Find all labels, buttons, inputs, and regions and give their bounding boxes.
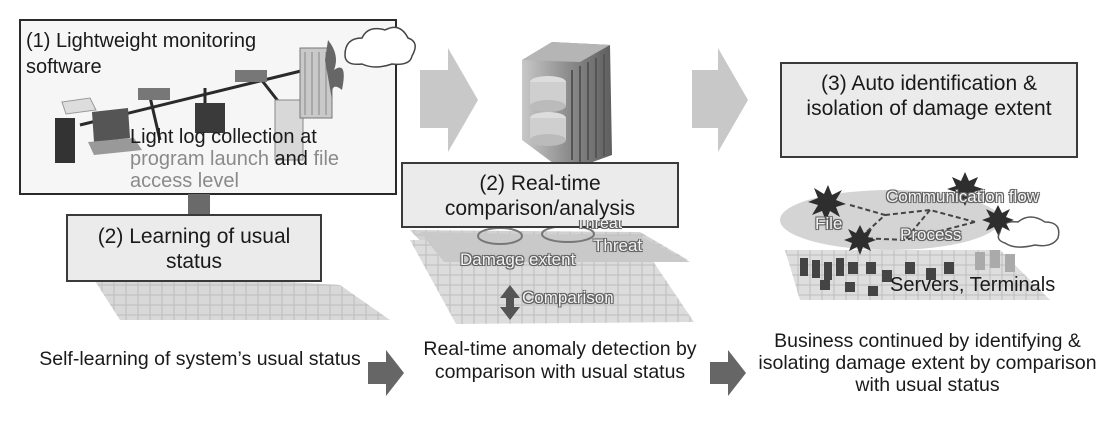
realtime-analysis-title: (2) Real-time comparison/analysis xyxy=(444,172,636,220)
small-arrow-2 xyxy=(710,350,746,396)
file-label: File xyxy=(815,214,843,233)
small-arrow-1 xyxy=(368,350,404,396)
realtime-caption: Real-time anomaly detection by compariso… xyxy=(423,338,697,383)
log-and: and xyxy=(268,148,314,170)
flow-arrow-2 xyxy=(692,48,748,152)
flow-arrow-1 xyxy=(420,48,478,152)
servers-terminals-icons xyxy=(800,258,954,296)
analysis-server-icon xyxy=(522,42,612,172)
fire-icon xyxy=(325,40,344,100)
pc-tower-icon xyxy=(55,118,75,163)
switch-icon xyxy=(235,70,267,82)
log-line1: Light log collection at xyxy=(130,126,317,148)
log-program-launch: program launch xyxy=(130,148,269,170)
communication-flow-lines xyxy=(849,204,976,242)
isolation-title: (3) Auto identification & isolation of d… xyxy=(806,72,1052,120)
log-file-access: file access level xyxy=(130,148,340,192)
learning-caption: Self-learning of system’s usual status xyxy=(39,348,361,370)
threat-label-2: Threat xyxy=(593,236,643,255)
threat-label-1: Threat xyxy=(576,220,623,232)
comparison-label: Comparison xyxy=(522,288,614,307)
servers-terminals-label: Servers, Terminals xyxy=(890,274,1056,296)
learning-status-box: (2) Learning of usual status xyxy=(66,214,322,282)
log-collection-text: Light log collection at program launch a… xyxy=(130,126,390,192)
damage-extent-label: Damage extent xyxy=(460,250,576,269)
printer-icon xyxy=(61,97,97,115)
isolation-box: (3) Auto identification & isolation of d… xyxy=(780,62,1078,158)
process-label: Process xyxy=(900,225,962,244)
realtime-analysis-box: (2) Real-time comparison/analysis xyxy=(401,162,679,228)
threat-star-icons xyxy=(808,172,1014,255)
isolation-caption: Business continued by identifying & isol… xyxy=(758,330,1097,396)
cloud-icon xyxy=(344,26,416,68)
server-icon xyxy=(274,99,304,161)
monitor-icon xyxy=(195,103,225,133)
comparison-arrow-icon xyxy=(500,285,520,320)
laptop-icon xyxy=(92,108,130,142)
switch-icon xyxy=(138,88,170,100)
step1-title: (1) Lightweight monitoring software xyxy=(26,30,257,78)
learning-status-title: (2) Learning of usual status xyxy=(97,225,291,273)
communication-flow-label: Communication flow xyxy=(886,187,1040,206)
cloud-icon xyxy=(997,216,1060,248)
